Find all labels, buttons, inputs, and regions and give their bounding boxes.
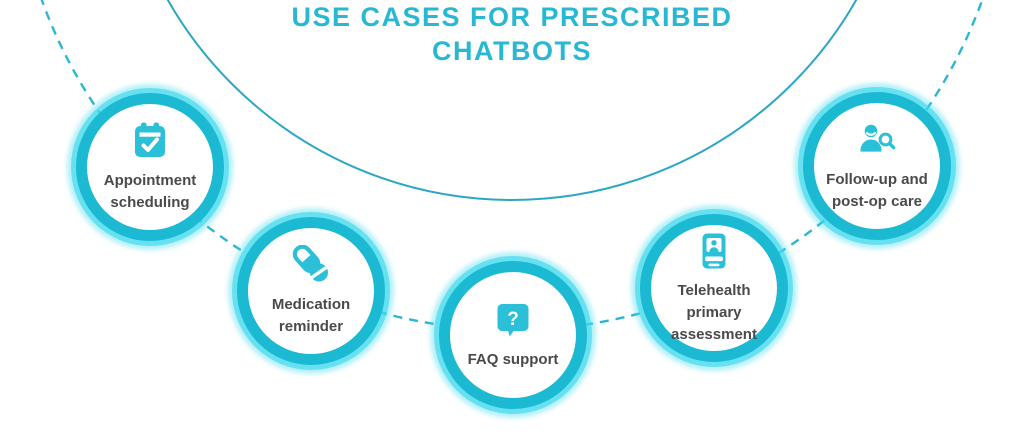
- node-medication-reminder: Medication reminder: [237, 217, 385, 365]
- node-label-line2: scheduling: [110, 193, 190, 211]
- node-follow-up-post-op-care: Follow-up and post-op care: [803, 92, 951, 240]
- node-label-line1: Medication: [271, 295, 351, 313]
- node-label-line1: Telehealth primary: [677, 281, 751, 321]
- person-search-icon: [860, 124, 896, 152]
- node-label-line2: reminder: [278, 317, 344, 335]
- page-title-line1: USE CASES FOR PRESCRIBED: [291, 2, 733, 32]
- node-label: Follow-up and post-op care: [826, 169, 928, 213]
- node-label-line1: Follow-up and: [826, 170, 928, 188]
- node-label: FAQ support: [468, 349, 559, 371]
- question-mark-glyph: ?: [507, 309, 519, 330]
- page-title-line2: CHATBOTS: [432, 36, 592, 66]
- node-label: Medication reminder: [272, 294, 350, 338]
- calendar-check-icon: [135, 122, 165, 157]
- node-label-line1: FAQ support: [467, 350, 559, 368]
- node-label-line1: Appointment: [103, 171, 197, 189]
- node-label-line2: post-op care: [831, 192, 922, 210]
- node-telehealth-primary-assessment: Telehealth primary assessment: [640, 214, 788, 362]
- page-title: USE CASES FOR PRESCRIBED CHATBOTS: [0, 0, 1024, 68]
- node-faq-support: ? FAQ support: [439, 261, 587, 409]
- node-appointment-scheduling: Appointment scheduling: [76, 93, 224, 241]
- id-card-icon: [702, 233, 726, 268]
- node-label: Appointment scheduling: [104, 170, 196, 214]
- question-bubble-icon: ?: [497, 303, 529, 336]
- solid-orbit-arc: [166, 0, 858, 201]
- node-label: Telehealth primary assessment: [651, 280, 777, 346]
- pills-icon: [292, 244, 328, 281]
- node-label-line2: assessment: [671, 325, 757, 343]
